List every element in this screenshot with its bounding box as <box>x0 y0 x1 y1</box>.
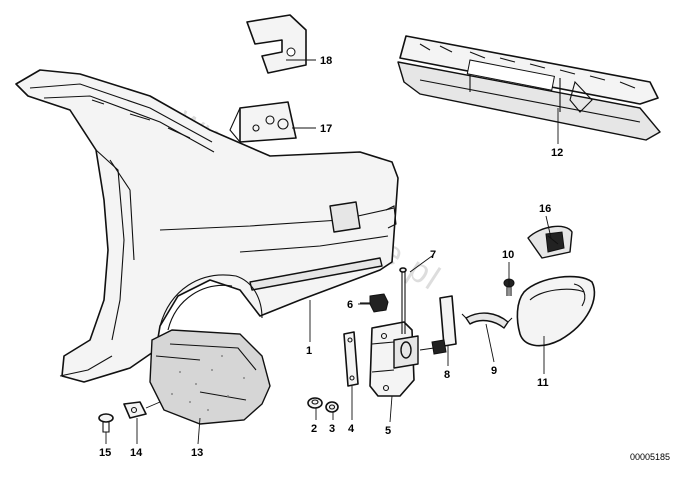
part-1-side-panel[interactable] <box>15 69 399 383</box>
part-4-strap[interactable] <box>343 331 359 387</box>
part-12-rear-crossmember[interactable] <box>397 35 661 141</box>
part-8-bolt[interactable] <box>419 295 457 355</box>
callout-12: 12 <box>551 147 563 159</box>
callout-6: 6 <box>347 299 353 311</box>
part-2-nut[interactable] <box>307 397 323 409</box>
leader-lines <box>105 59 559 445</box>
part-15-screw[interactable] <box>98 413 114 433</box>
part-13-foam-insulation[interactable] <box>149 329 271 425</box>
callout-9: 9 <box>491 365 497 377</box>
part-18-bracket[interactable] <box>246 14 307 74</box>
diagram-reference-number: 00005185 <box>630 452 670 462</box>
callout-8: 8 <box>444 369 450 381</box>
part-11-fuel-flap[interactable] <box>516 275 596 347</box>
part-3-washer[interactable] <box>325 401 339 413</box>
callout-17: 17 <box>320 123 332 135</box>
part-14-clip[interactable] <box>123 401 147 419</box>
callout-3: 3 <box>329 423 335 435</box>
callout-2: 2 <box>311 423 317 435</box>
callout-5: 5 <box>385 425 391 437</box>
callout-18: 18 <box>320 55 332 67</box>
callout-10: 10 <box>502 249 514 261</box>
callout-labels: 18 17 12 1 2 3 4 5 6 7 8 9 10 11 16 13 1… <box>99 55 563 459</box>
callout-13: 13 <box>191 447 203 459</box>
part-5-hinge[interactable] <box>369 321 419 397</box>
part-17-plate[interactable] <box>229 101 297 143</box>
callout-1: 1 <box>306 345 312 357</box>
callout-15: 15 <box>99 447 111 459</box>
callout-14: 14 <box>130 447 143 459</box>
part-7-rod[interactable] <box>399 267 407 334</box>
callout-16: 16 <box>539 203 551 215</box>
callout-7: 7 <box>430 249 436 261</box>
callout-4: 4 <box>348 423 355 435</box>
part-6-clip[interactable] <box>360 293 389 313</box>
callout-11: 11 <box>537 377 549 389</box>
part-16-flap-hinge[interactable] <box>527 225 573 259</box>
part-9-clamp[interactable] <box>461 312 513 329</box>
